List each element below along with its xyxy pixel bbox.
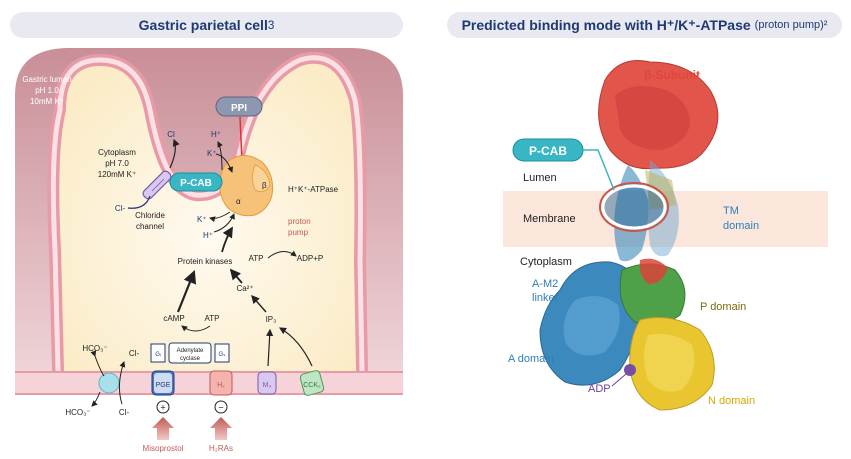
ppi-label: PPI xyxy=(231,103,247,114)
plus-label: + xyxy=(160,403,165,413)
alpha-label: α xyxy=(236,197,241,206)
calcium-label: Ca²⁺ xyxy=(236,284,253,293)
pcab-label-left: P-CAB xyxy=(180,178,212,189)
atp-right-label: ATP xyxy=(249,254,264,263)
adenylate-label-1: Adenylate xyxy=(177,348,204,354)
cytoplasm-label-right: Cytoplasm xyxy=(520,256,572,268)
h2-label: H₂ xyxy=(217,382,225,389)
cck2-receptor xyxy=(299,370,325,396)
protein-kinases-label: Protein kinases xyxy=(178,257,233,266)
proton-pump-label-2: pump xyxy=(288,228,309,237)
m3-receptor xyxy=(257,371,277,395)
cytoplasm-label-2: pH 7.0 xyxy=(105,159,129,168)
atpase-label: H⁺K⁺-ATPase xyxy=(288,185,339,194)
atp-mid-label: ATP xyxy=(205,314,220,323)
membrane-band xyxy=(503,191,828,247)
k-plus-bottom: K⁺ xyxy=(197,215,207,224)
a-domain-label: A domain xyxy=(508,353,554,365)
cck2-label: CCK₂ xyxy=(303,382,321,389)
exchanger-circle xyxy=(98,372,120,394)
beta-subunit-label: β-Subunit xyxy=(644,68,700,82)
hco3-out-label: HCO₃⁻ xyxy=(65,408,90,417)
pcab-badge-left xyxy=(169,172,223,192)
ppi-badge xyxy=(215,96,263,117)
plus-circle xyxy=(156,400,170,414)
lumen-label-2: pH 1.0 xyxy=(35,86,59,95)
lumen-label-1: Gastric lumen xyxy=(22,75,71,84)
cl-in-label: Cl- xyxy=(129,349,140,358)
chloride-channel-label-2: channel xyxy=(136,222,164,231)
cl-minus-label: Cl- xyxy=(115,204,126,213)
atpase-structure xyxy=(539,60,719,411)
camp-label: cAMP xyxy=(163,314,184,323)
lumen-label-3: 10mM K⁺ xyxy=(30,97,64,106)
pge-label: PGE xyxy=(156,382,171,389)
right-title-text: Predicted binding mode with H⁺/K⁺-ATPase xyxy=(461,16,751,33)
pcab-label-right: P-CAB xyxy=(529,144,567,158)
am2-label-2: linker xyxy=(532,292,559,304)
m3-label: M₃ xyxy=(263,382,272,389)
left-title-text: Gastric parietal cell xyxy=(138,17,268,33)
adp-label: ADP xyxy=(588,383,611,395)
binding-site-ring xyxy=(601,184,667,230)
beta-label: β xyxy=(262,181,267,190)
parietal-cell-diagram xyxy=(15,48,403,455)
membrane-label: Membrane xyxy=(523,213,576,225)
basolateral-membrane xyxy=(15,372,403,394)
h2ras-arrow xyxy=(210,417,232,440)
misoprostol-label: Misoprostol xyxy=(143,444,184,453)
cytoplasm-label-3: 120mM K⁺ xyxy=(98,170,136,179)
ip3-label: IP₃ xyxy=(266,315,277,324)
tm-domain-label-1: TM xyxy=(723,205,739,217)
n-domain-label: N domain xyxy=(708,395,755,407)
lumen-label-right: Lumen xyxy=(523,172,557,184)
adp-p-label: ADP+P xyxy=(297,254,323,263)
k-plus-top: K⁺ xyxy=(207,149,217,158)
gs-label: Gₛ xyxy=(219,352,226,358)
hco3-in-label: HCO₃⁻ xyxy=(82,344,107,353)
left-title-sup: 3 xyxy=(267,18,275,32)
h2ras-label: H₂RAs xyxy=(209,444,233,453)
p-domain-label: P domain xyxy=(700,301,746,313)
tm-domain-label-2: domain xyxy=(723,220,759,232)
adenylate-cyclase xyxy=(168,342,212,364)
adenylate-label-2: cyclase xyxy=(180,356,201,362)
chloride-channel-label-1: Chloride xyxy=(135,211,165,220)
gi-label: Gᵢ xyxy=(155,352,161,358)
am2-label-1: A-M2 xyxy=(532,278,558,290)
h-plus-bottom: H⁺ xyxy=(203,231,213,240)
right-panel-title: Predicted binding mode with H⁺/K⁺-ATPase… xyxy=(447,12,842,38)
gi-protein xyxy=(150,343,166,363)
misoprostol-arrow xyxy=(152,417,174,440)
cl-out-label: Cl- xyxy=(119,408,130,417)
proton-pump-label-1: proton xyxy=(288,217,311,226)
minus-circle xyxy=(214,400,228,414)
cl-top-label: Cl xyxy=(167,130,175,139)
chloride-channel xyxy=(142,170,172,200)
cytoplasm-label-1: Cytoplasm xyxy=(98,148,136,157)
h-plus-top: H⁺ xyxy=(211,130,221,139)
gs-protein xyxy=(214,343,230,363)
right-title-light: (proton pump)² xyxy=(754,19,828,31)
h2-receptor xyxy=(209,370,233,396)
minus-label: − xyxy=(218,403,223,413)
